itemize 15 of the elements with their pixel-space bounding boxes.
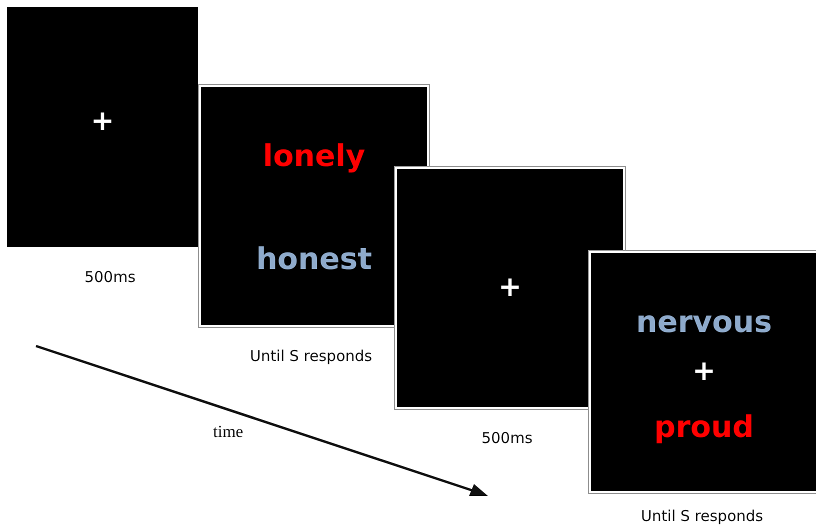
duration-label: 500ms [481,429,533,447]
duration-label: 500ms [84,268,136,286]
stimulus-word: proud [654,413,754,443]
stimulus-word: honest [256,245,372,275]
stimulus-word: lonely [262,142,366,172]
axis-label: time [213,422,244,442]
stimulus-screen [199,85,429,327]
fixation-cross: + [498,273,522,301]
duration-label: Until S responds [640,507,764,525]
stimulus-screen [589,251,816,493]
fixation-cross: + [692,357,716,385]
duration-label: Until S responds [250,347,372,365]
stimulus-word: nervous [636,308,772,338]
fixation-cross: + [90,107,114,135]
stimulus-screen [7,7,198,247]
